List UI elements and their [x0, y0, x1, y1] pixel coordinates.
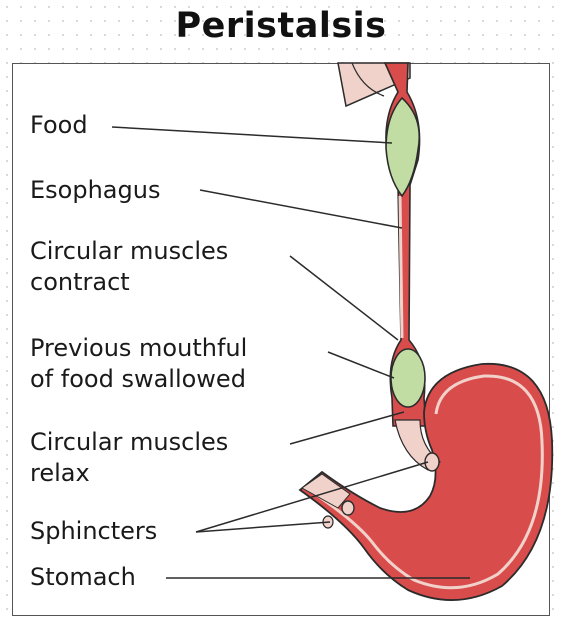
label-circular-muscles-contract: Circular muscles contract: [30, 236, 228, 298]
food-bolus-previous: [391, 349, 425, 407]
label-food: Food: [30, 110, 88, 141]
leader-sphincter-2: [196, 522, 330, 532]
label-circular-muscles-relax: Circular muscles relax: [30, 427, 228, 489]
leader-relax: [290, 412, 404, 444]
label-esophagus: Esophagus: [30, 175, 160, 206]
label-stomach: Stomach: [30, 562, 136, 593]
label-previous-mouthful: Previous mouthful of food swallowed: [30, 333, 247, 395]
leader-contract: [290, 256, 398, 340]
leader-previous: [328, 352, 394, 378]
leader-food: [112, 127, 392, 143]
label-sphincters: Sphincters: [30, 516, 157, 547]
leader-esophagus: [200, 190, 402, 228]
pyloric-sphincter: [342, 501, 354, 515]
stomach: [300, 364, 552, 600]
